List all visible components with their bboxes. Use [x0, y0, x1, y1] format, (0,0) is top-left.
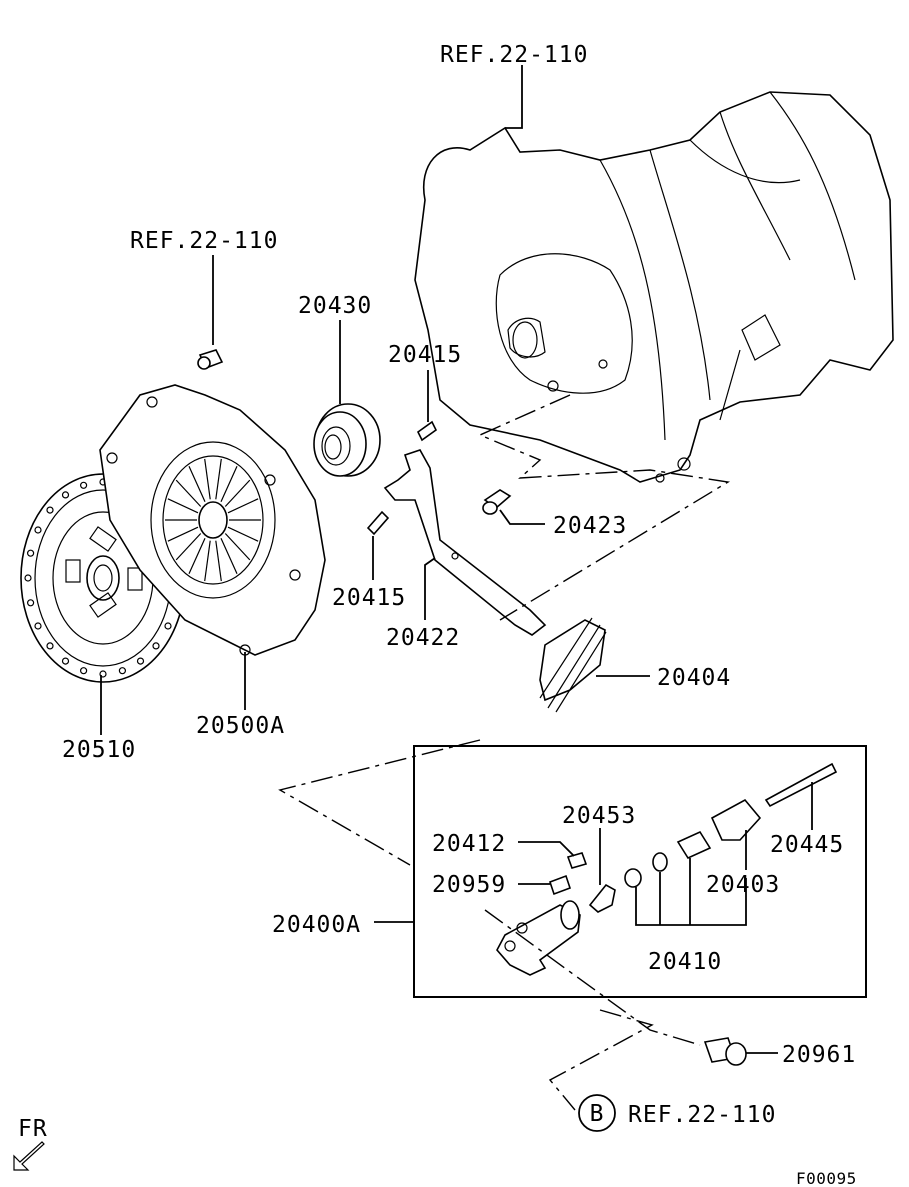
spring-clip-upper: [416, 420, 438, 442]
diaphragm-finger: [215, 458, 222, 500]
diaphragm-finger: [215, 540, 222, 582]
part-label-20445: 20445: [770, 832, 844, 858]
push-rod: [764, 762, 838, 808]
slave-cylinder-detail-box: [413, 745, 867, 998]
disc-rivet-hole: [79, 667, 88, 675]
ref-circle-b-label: B: [590, 1101, 605, 1127]
part-label-20422: 20422: [386, 625, 460, 651]
diaphragm-finger: [175, 533, 202, 561]
ref-label-bottom: REF.22-110: [628, 1102, 776, 1128]
diaphragm-finger: [167, 498, 199, 514]
disc-rivet-hole: [46, 506, 54, 514]
fork-boot: [539, 617, 607, 713]
part-label-20959: 20959: [432, 872, 506, 898]
part-label-20403: 20403: [706, 872, 780, 898]
diaphragm-finger: [188, 466, 206, 503]
diaphragm-finger: [224, 533, 251, 561]
part-label-20410: 20410: [648, 949, 722, 975]
phantom-line-cylinder: [278, 739, 481, 866]
ref-label-left: REF.22-110: [130, 228, 278, 254]
diaphragm-finger: [220, 537, 238, 574]
phantom-line-housing: [478, 394, 731, 621]
diaphragm-finger: [204, 540, 211, 582]
disc-rivet-hole: [27, 599, 35, 607]
front-direction-label: FR: [18, 1116, 48, 1142]
disc-rivet-hole: [99, 670, 107, 678]
ref-circle-b: [578, 1094, 616, 1132]
spring: [588, 883, 616, 913]
release-fork: [383, 449, 547, 636]
disc-rivet-hole: [164, 622, 172, 630]
diaphragm-finger: [204, 458, 211, 500]
bleeder-cap: [566, 852, 588, 869]
phantom-line-bolt: [484, 909, 701, 1046]
part-label-20510: 20510: [62, 737, 136, 763]
release-bearing: [313, 403, 381, 477]
part-label-20404: 20404: [657, 665, 731, 691]
disc-rivet-hole: [152, 642, 160, 650]
part-label-20400A: 20400A: [272, 912, 361, 938]
disc-rivet-hole: [24, 574, 32, 582]
diaphragm-finger: [227, 498, 259, 514]
part-label-20415-lower: 20415: [332, 585, 406, 611]
pivot-stud: [482, 489, 512, 515]
diaphragm-finger: [224, 479, 251, 507]
leader-lines: [100, 65, 813, 1054]
front-direction-arrow: [13, 1141, 45, 1171]
part-label-20412: 20412: [432, 831, 506, 857]
disc-rivet-hole: [27, 549, 35, 557]
cup-seal-2: [652, 852, 668, 872]
disc-rivet-hole: [46, 642, 54, 650]
part-label-20453: 20453: [562, 803, 636, 829]
disc-rivet-hole: [34, 526, 42, 534]
part-label-20430: 20430: [298, 293, 372, 319]
bleeder-screw: [548, 874, 572, 896]
disc-rivet-hole: [61, 491, 70, 499]
clutch-cover-pressure-plate: [99, 384, 326, 656]
part-label-20500A: 20500A: [196, 713, 285, 739]
diaphragm-finger: [188, 537, 206, 574]
disc-rivet-hole: [34, 622, 42, 630]
part-label-20415-upper: 20415: [388, 342, 462, 368]
figure-code: F00095: [796, 1169, 857, 1187]
disc-rivet-hole: [118, 667, 127, 675]
diaphragm-finger: [175, 479, 202, 507]
dust-boot: [710, 798, 762, 841]
slave-cylinder-body: [496, 900, 581, 976]
spring-clip-lower: [366, 510, 390, 536]
disc-rivet-hole: [61, 657, 70, 665]
disc-rivet-hole: [136, 657, 145, 665]
piston: [676, 830, 712, 860]
diaphragm-finger: [227, 526, 259, 542]
part-label-20961: 20961: [782, 1042, 856, 1068]
ref-label-top: REF.22-110: [440, 42, 588, 68]
diaphragm-finger: [167, 526, 199, 542]
part-label-20423: 20423: [553, 513, 627, 539]
union-bolt: [703, 1037, 747, 1066]
diaphragm-finger: [220, 466, 238, 503]
cup-seal-1: [624, 868, 642, 888]
transmission-housing: [414, 91, 894, 483]
bolt-upper-left: [197, 349, 224, 370]
disc-rivet-hole: [79, 481, 88, 489]
